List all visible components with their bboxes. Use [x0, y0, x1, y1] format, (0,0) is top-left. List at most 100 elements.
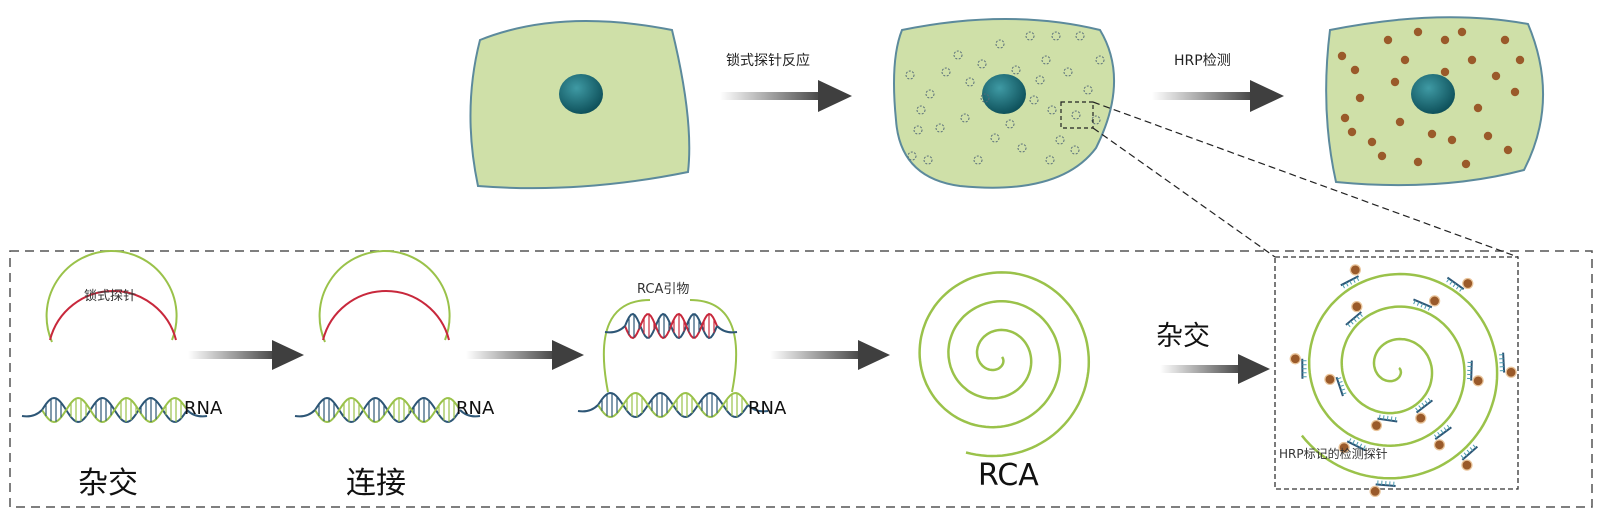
- hrp-label-dot: [1433, 439, 1446, 451]
- rca-product: [953, 50, 963, 60]
- helix-strand-b: [624, 312, 718, 340]
- probe-tooth: [1446, 278, 1450, 283]
- rca-product: [1025, 31, 1035, 41]
- rca-product: [973, 155, 983, 165]
- hybridization-arrow-label: 杂交: [1156, 321, 1210, 352]
- rna-tail: [577, 404, 599, 413]
- probe-tooth: [1466, 449, 1471, 454]
- hrp-label-dot: [1505, 366, 1517, 378]
- hrp-dot: [1500, 35, 1510, 45]
- rca-product: [916, 105, 926, 115]
- probe-tooth: [1347, 323, 1351, 328]
- rca-caption: RCA: [978, 458, 1039, 493]
- hrp-dot: [1350, 65, 1360, 75]
- cell-with-rca-products: [893, 18, 1115, 189]
- rna-tail: [186, 409, 208, 418]
- probe-tooth: [1463, 452, 1468, 457]
- hrp-dot: [1355, 93, 1365, 103]
- padlock-probe-label: 锁式探针: [84, 289, 137, 304]
- nucleus: [1411, 74, 1455, 114]
- probe-tooth: [1340, 388, 1346, 391]
- arrow-bottom-4: [1160, 354, 1270, 384]
- hrp-label-dot: [1349, 264, 1361, 276]
- hrp-dot: [1440, 35, 1450, 45]
- probe-tooth: [1443, 427, 1447, 432]
- hrp-dot: [1491, 71, 1501, 81]
- hrp-dot: [1390, 77, 1400, 87]
- probe-tooth: [1356, 276, 1360, 281]
- arrow-bottom-1: [188, 340, 304, 370]
- probe-tooth: [1424, 304, 1427, 310]
- rca-product: [907, 151, 917, 161]
- rna-label-3: RNA: [748, 398, 787, 419]
- helix-strand-b: [314, 396, 460, 424]
- ligated-probe-red-arm: [322, 290, 450, 341]
- rca-product: [1095, 55, 1105, 65]
- probe-strand: [1345, 311, 1362, 326]
- hrp-dot: [1427, 129, 1437, 139]
- probe-tooth: [1350, 320, 1354, 325]
- rca-product: [1041, 55, 1051, 65]
- probe-tooth: [1452, 283, 1456, 288]
- hrp-dot: [1340, 113, 1350, 123]
- rca-product: [1071, 110, 1081, 120]
- hybridization-caption: 杂交: [78, 466, 138, 501]
- probe-tooth: [1427, 306, 1431, 311]
- probe-strand: [1502, 352, 1506, 373]
- nucleus: [982, 74, 1026, 114]
- hrp-dot: [1413, 157, 1423, 167]
- probe-tooth: [1386, 415, 1389, 421]
- rca-product: [965, 77, 975, 87]
- probe-tooth: [1415, 407, 1419, 412]
- hrp-dot: [1395, 117, 1405, 127]
- rca-product: [960, 113, 970, 123]
- rca-product: [913, 125, 923, 135]
- probe-tooth: [1342, 392, 1347, 395]
- probe-tooth: [1338, 381, 1343, 384]
- probe-tooth: [1440, 429, 1444, 434]
- hrp-dot: [1347, 127, 1357, 137]
- probe-strand: [1470, 360, 1473, 381]
- arrow-hrp-detection: [1152, 80, 1284, 112]
- helix-strand-b: [597, 392, 749, 418]
- hrp-dot: [1457, 27, 1467, 37]
- ligated-probe-circle: [318, 250, 451, 343]
- rca-product: [1005, 119, 1015, 129]
- hrp-probes: [1289, 264, 1517, 498]
- rna-label-1: RNA: [184, 398, 223, 419]
- probe-tooth: [1446, 424, 1451, 429]
- probe-tooth: [1418, 405, 1422, 410]
- rca-product: [1055, 135, 1065, 145]
- hrp-dot: [1467, 55, 1477, 65]
- probe-tooth: [1420, 303, 1424, 308]
- zoom-region-box: [1060, 101, 1094, 129]
- hrp-signal-dots: [1337, 27, 1525, 169]
- rca-product: [1011, 65, 1021, 75]
- rna-tail: [294, 409, 316, 418]
- probe-tooth: [1359, 443, 1363, 448]
- probe-tooth: [1345, 282, 1349, 287]
- zoom-connector-lines: [1092, 101, 1519, 258]
- hrp-dot: [1413, 27, 1423, 37]
- rna-tail: [21, 409, 43, 418]
- hrp-dot: [1400, 55, 1410, 65]
- hrp-dot: [1440, 67, 1450, 77]
- probe-tooth: [1348, 438, 1352, 443]
- probe-tooth: [1339, 384, 1344, 388]
- stage-primer-binding: [577, 299, 769, 418]
- hrp-dot: [1337, 51, 1347, 61]
- hrp-dot: [1503, 145, 1513, 155]
- hrp-dot: [1383, 35, 1393, 45]
- rna-tail: [747, 404, 769, 413]
- arrow-bottom-3: [770, 340, 890, 370]
- rca-product: [1075, 31, 1085, 41]
- probe-tooth: [1459, 287, 1463, 292]
- hrp-dot: [1447, 135, 1457, 145]
- rca-product: [990, 133, 1000, 143]
- probe-tooth: [1356, 315, 1360, 320]
- padlock-probe-circle: [45, 250, 178, 343]
- rca-product: [977, 59, 987, 69]
- rna-label-2: RNA: [456, 398, 495, 419]
- probe-tooth: [1352, 440, 1355, 445]
